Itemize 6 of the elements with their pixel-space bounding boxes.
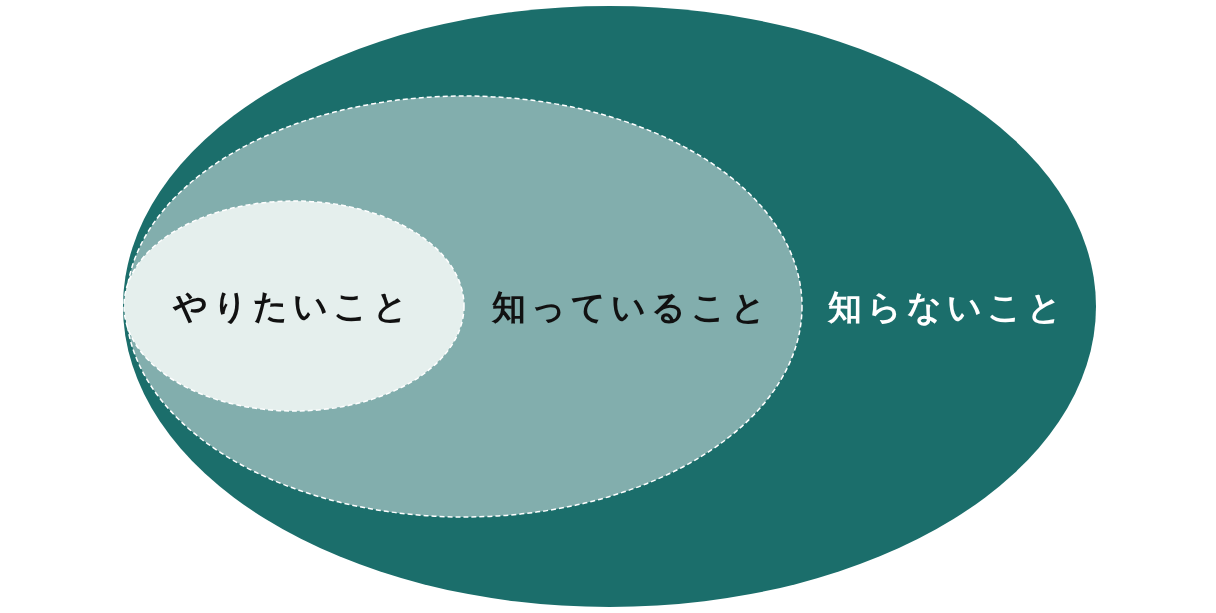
inner-ellipse <box>123 200 465 412</box>
ellipse-label: 知らないこと <box>827 286 1067 327</box>
ellipse-label: 知っていること <box>491 286 771 327</box>
ellipse-label: やりたいこと <box>173 286 413 326</box>
outer-ellipse <box>122 5 1097 608</box>
middle-ellipse <box>125 95 803 518</box>
